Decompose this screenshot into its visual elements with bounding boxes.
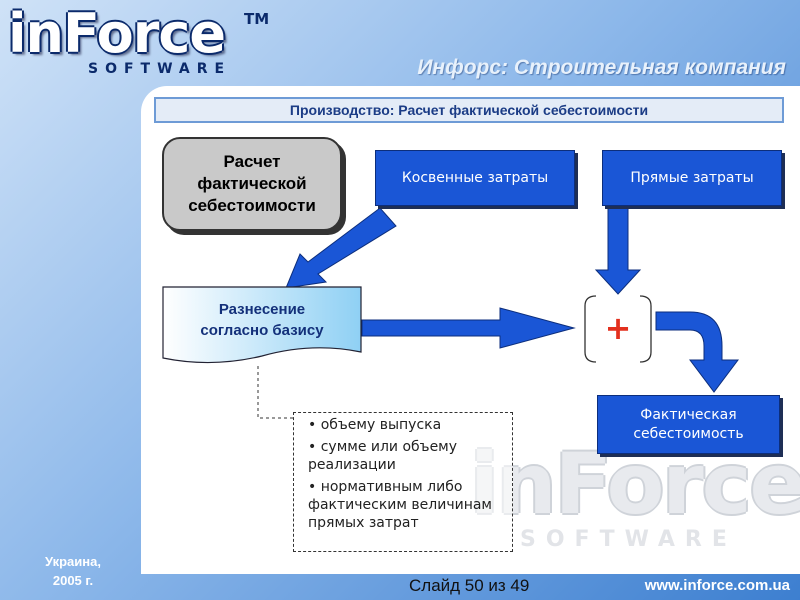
slide-title: Производство: Расчет фактической себесто…: [154, 97, 784, 123]
distribution-bases-box: • объему выпуска • сумме или объему реал…: [293, 412, 513, 552]
header-title: Инфорс: Строительная компания: [417, 56, 786, 79]
slide-counter: Слайд 50 из 49: [409, 576, 530, 595]
distribution-line-1: Разнесение: [218, 301, 306, 318]
footer-location-line-2: 2005 г.: [52, 573, 94, 588]
actual-cost-box: Фактическая себестоимость: [597, 395, 780, 454]
arrow-plus-to-actual: [655, 311, 739, 393]
direct-costs-box: Прямые затраты: [602, 150, 782, 206]
actual-cost-line-2: себестоимость: [633, 425, 744, 442]
bases-connector: [257, 366, 293, 419]
logo-trademark: TM: [244, 10, 270, 28]
list-item: • нормативным либо фактическим величинам…: [308, 479, 492, 531]
arrow-direct-to-plus: [594, 207, 642, 295]
footer-location: Украина, 2005 г.: [18, 552, 128, 590]
actual-cost-line-1: Фактическая: [640, 406, 737, 423]
plus-bracket-right: [639, 295, 652, 363]
plus-icon: +: [604, 309, 632, 347]
watermark-software-text: SOFTWARE: [520, 527, 737, 552]
logo-software-text: SOFTWARE: [88, 61, 232, 77]
footer-location-line-1: Украина,: [45, 554, 101, 569]
calc-actual-cost-box: Расчет фактической себестоимости: [162, 137, 342, 231]
indirect-costs-box: Косвенные затраты: [375, 150, 575, 206]
arrow-indirect-to-distribution: [285, 207, 397, 289]
list-item: • объему выпуска: [308, 417, 442, 433]
distribution-line-2: согласно базису: [200, 322, 324, 339]
distribution-shape: [162, 286, 362, 364]
calc-box-line-2: фактической: [197, 174, 307, 193]
logo-wordmark: inForce: [8, 2, 226, 65]
distribution-box: Разнесение согласно базису: [162, 296, 362, 344]
bases-list: • объему выпуска • сумме или объему реал…: [308, 416, 504, 532]
website-link[interactable]: www.inforce.com.ua: [644, 577, 790, 594]
arrow-distribution-to-plus: [361, 307, 576, 349]
list-item: • сумме или объему реализации: [308, 439, 458, 473]
calc-box-line-3: себестоимости: [188, 196, 316, 215]
calc-box-line-1: Расчет: [223, 152, 281, 171]
plus-bracket-left: [584, 295, 597, 363]
